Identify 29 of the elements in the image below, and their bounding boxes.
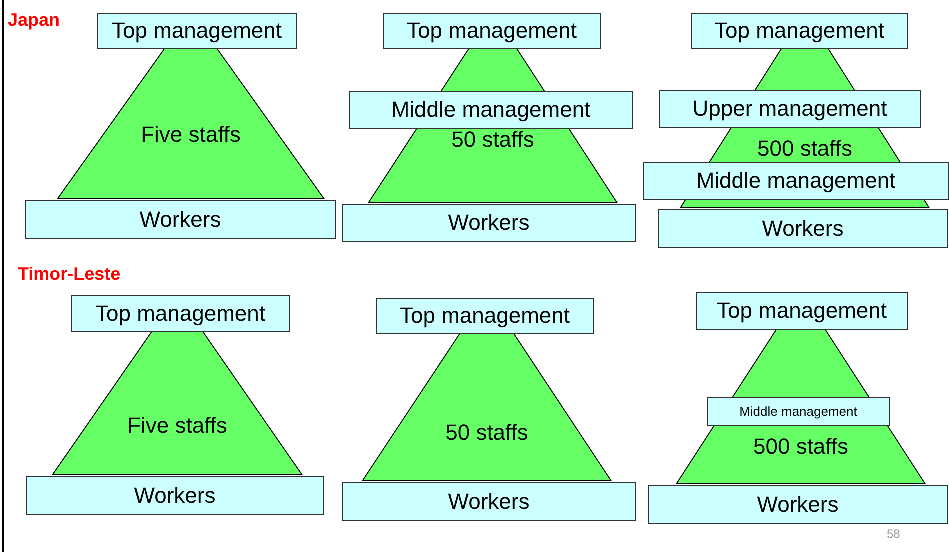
level-box: Top management: [376, 298, 594, 334]
section-heading: Japan: [8, 10, 60, 31]
level-box: Workers: [658, 209, 948, 248]
staff-count-text: Five staffs: [126, 413, 228, 439]
level-box: Workers: [342, 482, 636, 521]
level-box: Workers: [25, 200, 336, 239]
pyramid-triangle: [362, 334, 612, 481]
level-box: Top management: [71, 295, 290, 332]
pyramid-triangle: [57, 49, 325, 199]
staff-count-text: 50 staffs: [450, 127, 536, 153]
level-box: Middle management: [643, 162, 949, 200]
level-box: Upper management: [659, 90, 921, 128]
level-box: Workers: [648, 485, 948, 524]
staff-count-text: 50 staffs: [444, 420, 530, 446]
staff-count-text: Five staffs: [140, 122, 242, 148]
staff-count-text: 500 staffs: [752, 434, 850, 460]
pyramid-triangle: [676, 330, 926, 484]
pyramid-triangle: [368, 49, 618, 203]
level-box: Top management: [691, 13, 908, 49]
level-box: Workers: [26, 476, 324, 515]
page-number: 58: [887, 527, 900, 541]
pyramid-triangle: [52, 332, 303, 475]
level-box: Middle management: [349, 91, 633, 129]
level-box: Workers: [342, 204, 636, 242]
section-heading: Timor-Leste: [18, 264, 121, 285]
level-box: Top management: [383, 13, 601, 49]
level-box: Top management: [97, 13, 297, 49]
level-box: Top management: [696, 292, 908, 330]
staff-count-text: 500 staffs: [756, 136, 854, 162]
